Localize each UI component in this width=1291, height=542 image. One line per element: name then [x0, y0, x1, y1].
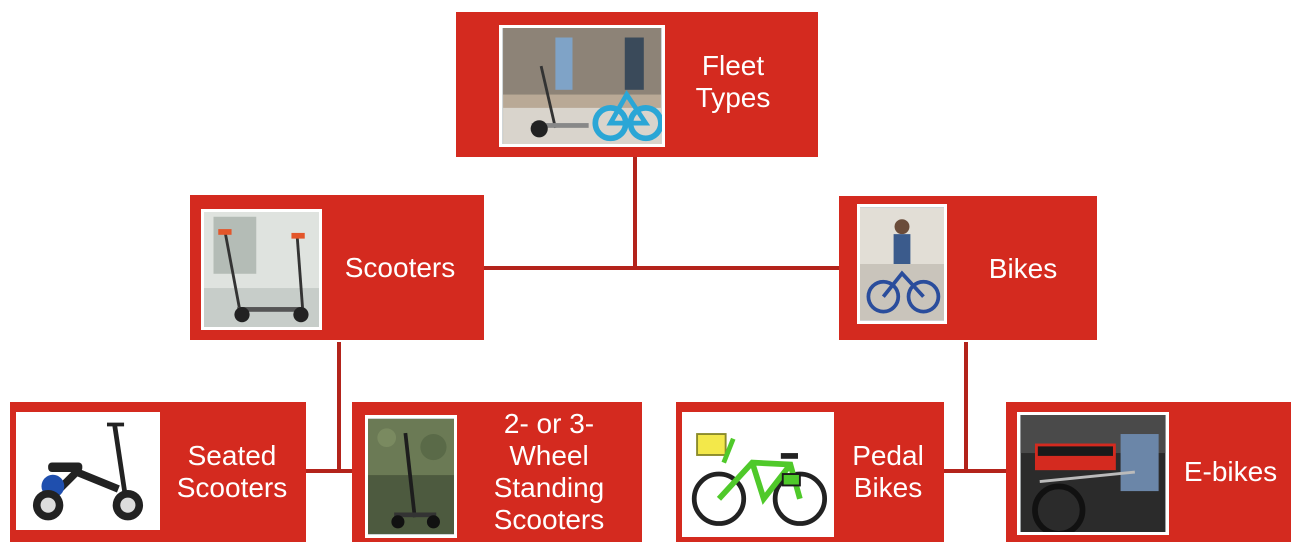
- parked-scooters-photo: [201, 209, 322, 330]
- green-pedal-bike-photo: [682, 412, 834, 537]
- connector-bikes-stem: [964, 342, 968, 472]
- seated-scooters-label: Seated Scooters: [176, 440, 288, 503]
- connector-level1-bar: [484, 266, 839, 270]
- fleet-types-label: Fleet Types: [695, 50, 771, 113]
- ebike-closeup-photo: [1017, 412, 1169, 535]
- ebikes-label: E-bikes: [1183, 456, 1278, 487]
- seated-scooters-node: Seated Scooters: [10, 402, 306, 542]
- seated-scooter-photo: [16, 412, 160, 530]
- pedal-bikes-node: Pedal Bikes: [676, 402, 944, 542]
- scooter-and-bike-riders-photo: [499, 25, 665, 147]
- fleet-types-node: Fleet Types: [456, 12, 818, 157]
- bikes-node: Bikes: [839, 196, 1097, 340]
- ebikes-node: E-bikes: [1006, 402, 1291, 542]
- pedal-bikes-label: Pedal Bikes: [852, 440, 924, 503]
- scooters-node: Scooters: [190, 195, 484, 340]
- connector-scooters-bar: [306, 469, 352, 473]
- standing-scooters-label: 2- or 3- Wheel Standing Scooters: [493, 408, 605, 535]
- standing-scooter-photo: [365, 415, 457, 538]
- scooters-label: Scooters: [344, 252, 456, 283]
- standing-scooters-node: 2- or 3- Wheel Standing Scooters: [352, 402, 642, 542]
- cyclist-photo: [857, 204, 947, 324]
- connector-root-stem: [633, 157, 637, 269]
- connector-bikes-bar: [944, 469, 1006, 473]
- bikes-label: Bikes: [988, 253, 1058, 284]
- connector-scooters-stem: [337, 342, 341, 472]
